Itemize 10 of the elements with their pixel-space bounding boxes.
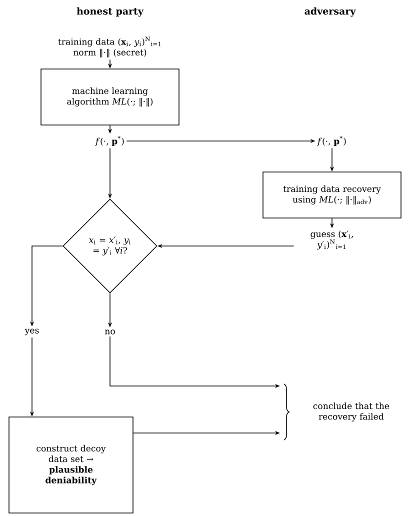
process-box: construct decoy data set → plausible deniability xyxy=(8,416,134,514)
node-text: no xyxy=(104,330,115,334)
column-heading: honest party xyxy=(76,7,144,17)
column-heading: adversary xyxy=(304,7,356,17)
process-box: machine learning algorithm ML(·; ‖·‖) xyxy=(40,68,180,126)
conclusion-text: conclude that the recovery failed xyxy=(313,402,390,422)
process-box: training data recovery using ML(·; ‖·‖$_{adv}$) xyxy=(262,172,402,218)
node-text: f(·, p$^{*}$) xyxy=(95,136,124,146)
node-text: f(·, p$^{*}$) xyxy=(317,136,346,146)
node-text: yes xyxy=(24,328,39,336)
